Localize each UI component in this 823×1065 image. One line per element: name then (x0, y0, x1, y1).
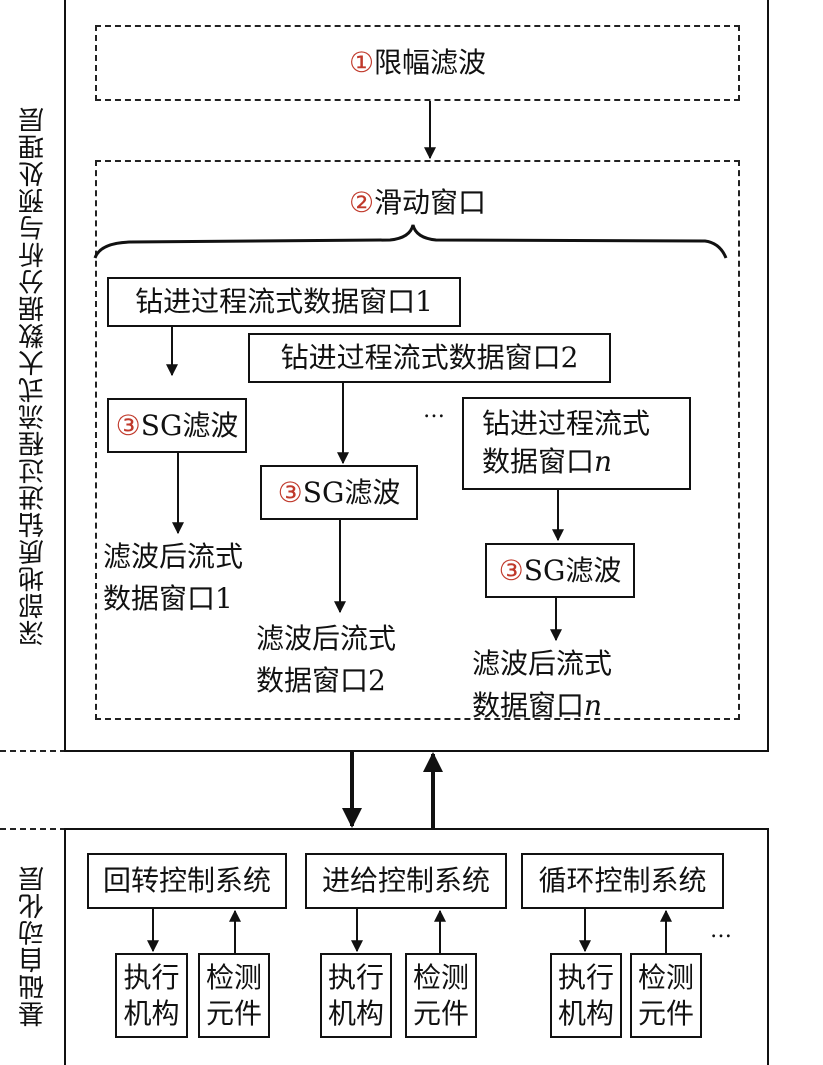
data-window-1-label: 钻进过程流式数据窗口1 (135, 285, 433, 319)
sensor-2-l2: 元件 (412, 996, 469, 1030)
rotary-control-label: 回转控制系统 (102, 864, 271, 898)
actuator-3: 执行 机构 (550, 953, 622, 1038)
sg2-number: ③ (277, 475, 303, 509)
actuator-2-l2: 机构 (327, 996, 384, 1030)
sensor-3-l2: 元件 (637, 996, 694, 1030)
sg2-label: SG滤波 (302, 475, 401, 509)
filtered-n-italic: n (584, 689, 603, 722)
filtered-n-line1: 滤波后流式 (472, 647, 613, 680)
step2-number: ② (348, 186, 375, 220)
sg1-label: SG滤波 (140, 408, 239, 442)
filtered-2-line1: 滤波后流式 (256, 622, 397, 655)
actuator-2-l1: 执行 (327, 960, 384, 994)
step1-label: 限幅滤波 (374, 46, 487, 80)
filtered-window-2: 滤波后流式 数据窗口2 (256, 618, 396, 702)
actuator-3-l1: 执行 (557, 960, 614, 994)
filtered-window-n: 滤波后流式 数据窗口n (472, 643, 612, 727)
sensor-3: 检测 元件 (630, 953, 702, 1038)
sensor-3-l1: 检测 (637, 960, 694, 994)
rotary-control-system: 回转控制系统 (87, 853, 287, 909)
filtered-1-line1: 滤波后流式 (103, 540, 244, 573)
sg1-number: ③ (115, 408, 141, 442)
feed-control-system: 进给控制系统 (305, 853, 507, 909)
sliding-window-region (95, 160, 740, 720)
sgn-number: ③ (498, 553, 524, 587)
sliding-window-brace (93, 224, 728, 259)
actuator-1-l1: 执行 (123, 960, 180, 994)
filtered-window-1: 滤波后流式 数据窗口1 (103, 536, 243, 620)
filtered-2-line2: 数据窗口2 (256, 664, 386, 697)
sensor-1-l1: 检测 (205, 960, 262, 994)
circulation-control-system: 循环控制系统 (521, 853, 724, 909)
data-window-1: 钻进过程流式数据窗口1 (107, 277, 461, 327)
actuator-2: 执行 机构 (320, 953, 392, 1038)
step1-number: ① (348, 46, 375, 80)
filtered-1-line2: 数据窗口1 (103, 582, 233, 615)
circulation-control-label: 循环控制系统 (538, 864, 707, 898)
step2-label: 滑动窗口 (374, 186, 487, 220)
data-window-n-line1: 钻进过程流式 (482, 407, 651, 440)
systems-ellipsis: … (710, 918, 732, 943)
feed-control-label: 进给控制系统 (321, 864, 490, 898)
automation-layer (64, 828, 769, 1065)
data-window-n-line2: 数据窗口 (482, 445, 595, 478)
sensor-1-l2: 元件 (205, 996, 262, 1030)
sensor-2: 检测 元件 (405, 953, 477, 1038)
sensor-2-l1: 检测 (412, 960, 469, 994)
actuator-3-l2: 机构 (557, 996, 614, 1030)
sensor-1: 检测 元件 (198, 953, 270, 1038)
data-window-n: 钻进过程流式 数据窗口n (462, 397, 691, 490)
analysis-layer (64, 0, 769, 752)
data-window-n-italic: n (594, 445, 613, 478)
actuator-1: 执行 机构 (115, 953, 188, 1038)
data-window-2: 钻进过程流式数据窗口2 (248, 333, 611, 383)
actuator-1-l2: 机构 (123, 996, 180, 1030)
sgn-label: SG滤波 (523, 553, 622, 587)
filtered-n-line2: 数据窗口 (472, 689, 585, 722)
data-window-2-label: 钻进过程流式数据窗口2 (280, 341, 579, 375)
windows-ellipsis: … (423, 398, 445, 423)
